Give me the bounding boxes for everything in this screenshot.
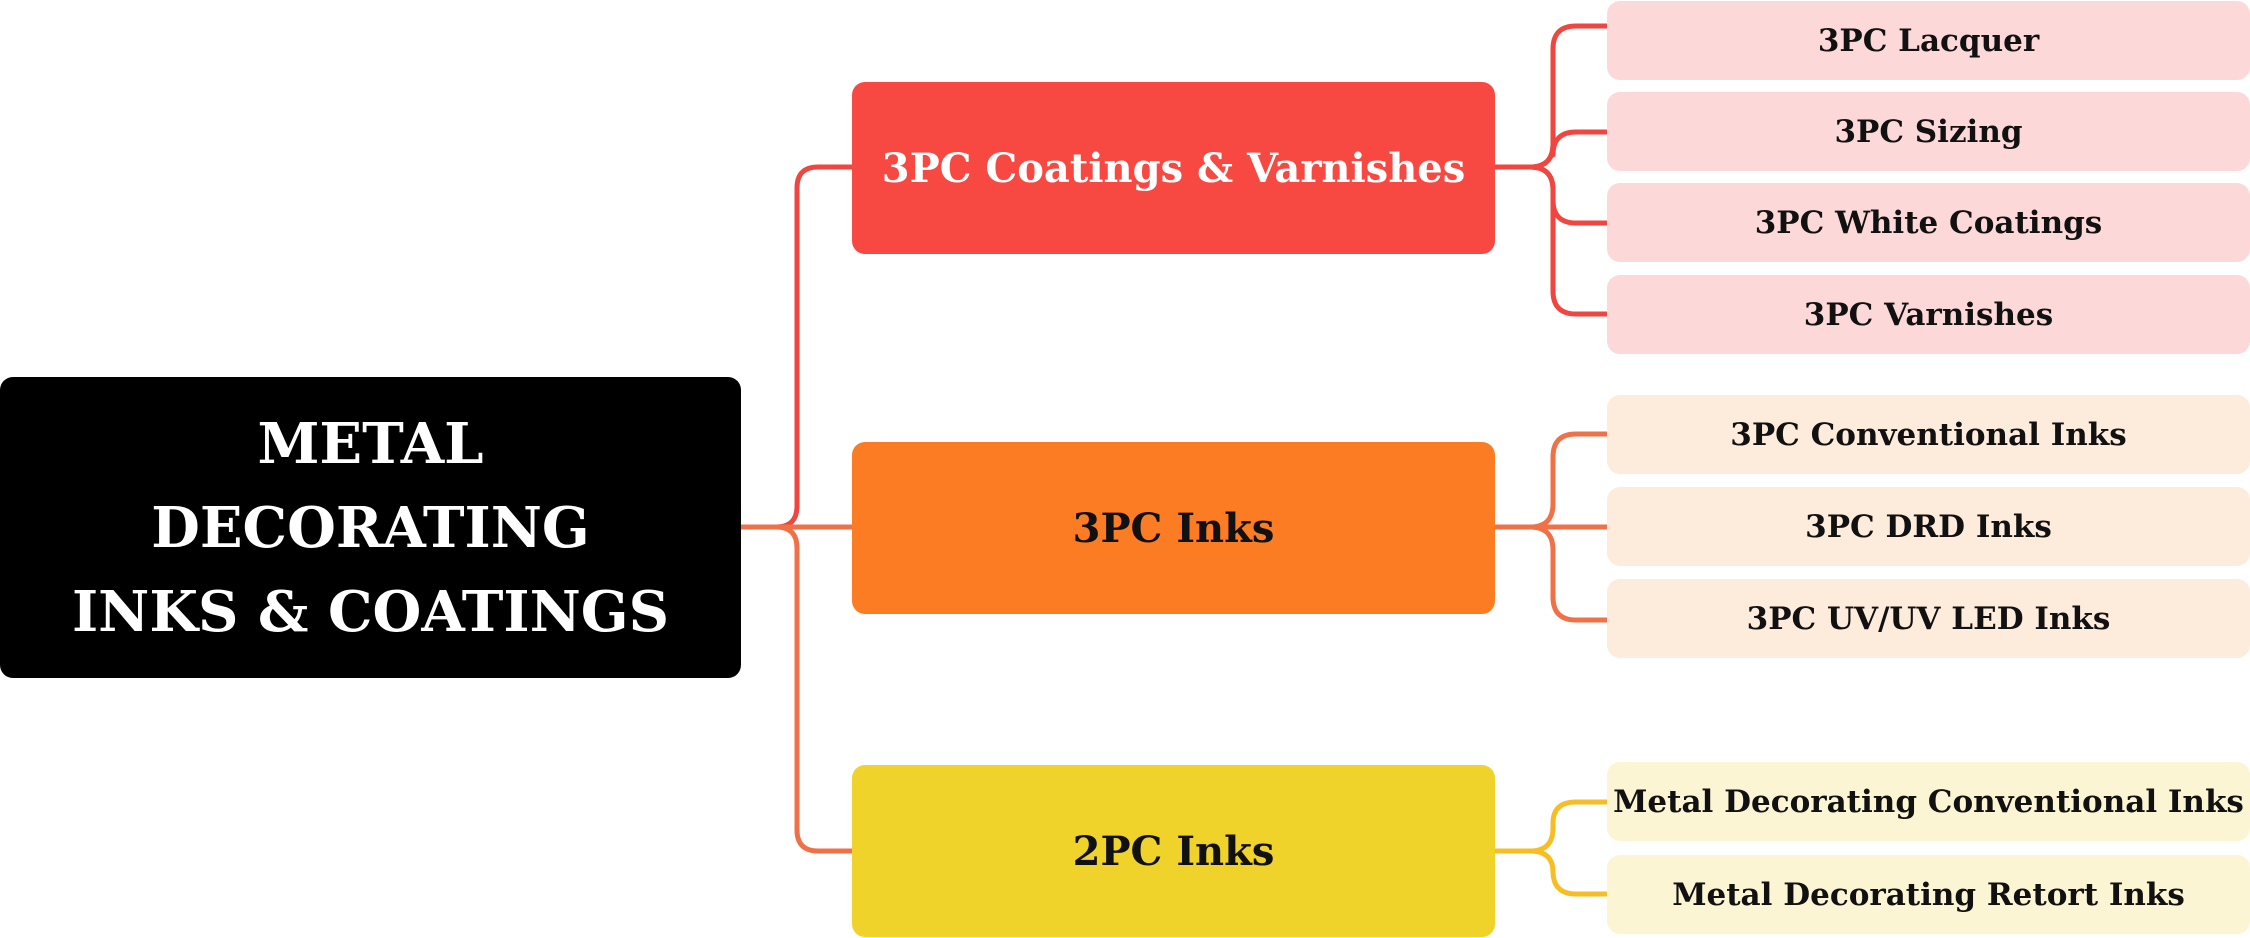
connector-3pc-inks-to-items [1492, 431, 1610, 623]
connector-root-to-coatings [738, 164, 855, 530]
item-3pc-white-coatings: 3PC White Coatings [1607, 183, 2250, 262]
category-3pc-inks: 3PC Inks [852, 442, 1495, 614]
item-3pc-varnishes: 3PC Varnishes [1607, 275, 2250, 354]
item-label: 3PC Sizing [1834, 113, 2023, 150]
item-3pc-sizing: 3PC Sizing [1607, 92, 2250, 171]
item-md-retort-inks: Metal Decorating Retort Inks [1607, 855, 2250, 934]
connector-root-to-2pc-inks [773, 524, 855, 854]
category-coatings-varnishes: 3PC Coatings & Varnishes [852, 82, 1495, 254]
item-label: 3PC Lacquer [1817, 22, 2040, 59]
root-node: METAL DECORATING INKS & COATINGS [0, 377, 741, 678]
category-label: 3PC Inks [1072, 504, 1275, 552]
item-label: 3PC UV/UV LED Inks [1746, 600, 2111, 637]
item-label: Metal Decorating Retort Inks [1672, 876, 2185, 913]
item-label: 3PC Conventional Inks [1730, 416, 2127, 453]
connector-2pc-inks-to-items [1492, 799, 1610, 897]
item-label: 3PC Varnishes [1803, 296, 2054, 333]
item-label: Metal Decorating Conventional Inks [1613, 783, 2244, 820]
item-label: 3PC White Coatings [1754, 204, 2103, 241]
connector-coatings-to-items [1492, 23, 1610, 317]
root-title: METAL DECORATING INKS & COATINGS [71, 410, 670, 645]
item-3pc-lacquer: 3PC Lacquer [1607, 1, 2250, 80]
item-md-conventional-inks: Metal Decorating Conventional Inks [1607, 762, 2250, 841]
item-3pc-drd-inks: 3PC DRD Inks [1607, 487, 2250, 566]
item-3pc-uv-led-inks: 3PC UV/UV LED Inks [1607, 579, 2250, 658]
item-label: 3PC DRD Inks [1805, 508, 2052, 545]
category-2pc-inks: 2PC Inks [852, 765, 1495, 937]
category-label: 3PC Coatings & Varnishes [881, 144, 1466, 192]
category-label: 2PC Inks [1072, 827, 1275, 875]
item-3pc-conventional-inks: 3PC Conventional Inks [1607, 395, 2250, 474]
